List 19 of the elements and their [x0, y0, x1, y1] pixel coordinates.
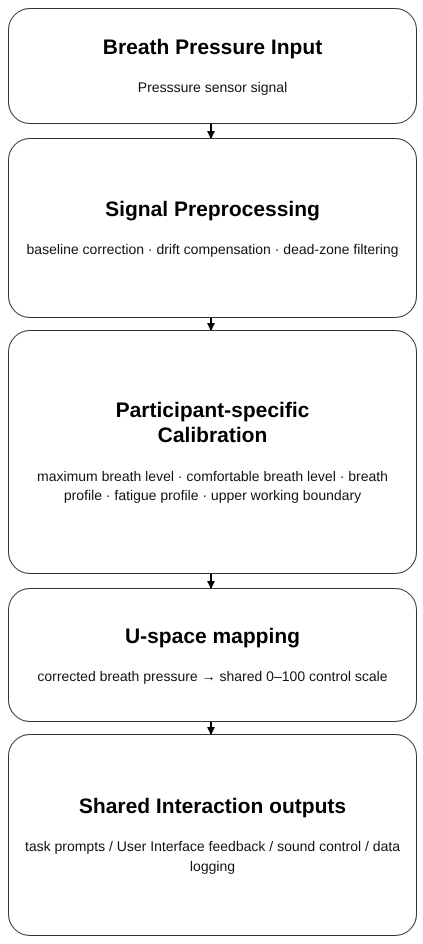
arrow [207, 124, 215, 139]
box-title: Participant-specific Calibration [114, 398, 310, 449]
process-box [8, 138, 417, 318]
arrow [207, 722, 215, 735]
box-title: Breath Pressure Input [102, 34, 322, 60]
box-title: U-space mapping [124, 624, 300, 649]
box-title: Shared Interaction outputs [78, 794, 346, 819]
box-description: Presssure sensor signal [138, 78, 288, 97]
process-box [8, 330, 417, 574]
process-box [8, 588, 417, 722]
arrow [207, 574, 215, 589]
box-description: maximum breath level · comfortable breath level · breath profile · fatigue profile · upper working boundary [36, 466, 389, 506]
box-description: baseline correction · drift compensation · dead-zone filtering [26, 240, 398, 259]
arrow [207, 318, 215, 331]
box-description: task prompts / User Interface feedback / sound control / data logging [24, 837, 402, 876]
process-box [8, 734, 417, 936]
box-title: Signal Preprocessing [105, 196, 320, 222]
box-description: corrected breath pressure → shared 0–100 control scale [37, 666, 388, 686]
process-box [8, 8, 417, 124]
